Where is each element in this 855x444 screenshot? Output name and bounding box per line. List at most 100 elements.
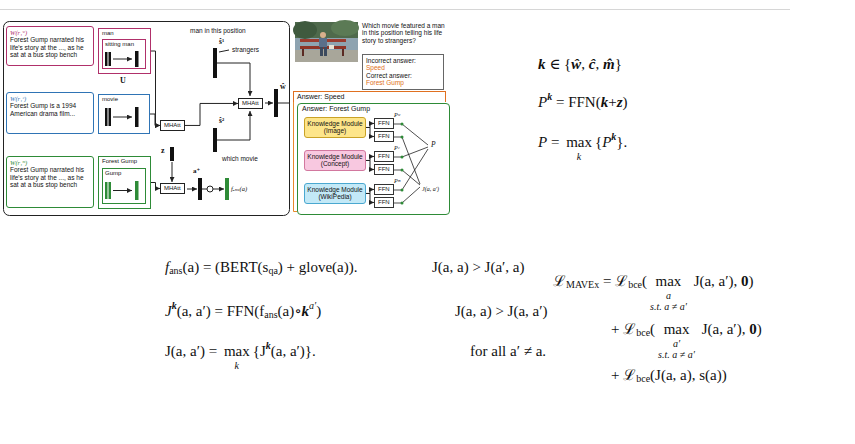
ffn-box: FFN (374, 118, 394, 129)
math-term: , (581, 55, 589, 73)
math-term: (a) = (BERT(s (183, 258, 269, 276)
math-subscript: ans (169, 262, 182, 280)
ffn-box: FFN (374, 184, 394, 195)
math-term: J(a, a) > J(a, a′) (455, 302, 548, 320)
math-superscript: a′ (309, 297, 316, 315)
equation: Jk(a, a′) = FFN(fans(a)∘ka′) (165, 302, 321, 320)
math-term: ) (749, 272, 754, 290)
math-term: }. (616, 133, 627, 151)
vector-label: ŝ² (219, 117, 224, 126)
math-term: m̂ (603, 55, 615, 73)
equation: for all a′ ≠ a. (470, 342, 546, 360)
math-term: (a, a′) = FFN(f (177, 302, 265, 320)
attention-box: MHAtt (160, 120, 185, 131)
annotation: which movie (222, 155, 258, 162)
flow-lines (217, 111, 250, 140)
node-text: Answer: Speed (297, 93, 442, 101)
vector-label: ŝ¹ (219, 38, 224, 47)
photo (342, 49, 344, 56)
math-subscript: bce (636, 370, 650, 388)
vector-label: a⁺ (193, 167, 200, 175)
photo (320, 47, 323, 56)
score-lines (402, 124, 428, 145)
knowledge-module: Knowledge Module (WikiPedia) (304, 183, 366, 204)
operator-stack: maxas.t. a ≠ a′ (647, 272, 690, 312)
flow-lines (172, 162, 173, 182)
flow-lines (207, 186, 213, 192)
equation: Pk = FFN(k+z) (538, 93, 627, 111)
node-text: FFN (378, 120, 390, 127)
node-text: Forest Gump narrated his life's story at… (10, 166, 90, 188)
math-subscript: bce (636, 324, 650, 342)
vector-label: fₐₙₛ(a) (231, 185, 247, 192)
math-term: + (608, 93, 616, 111)
node-text: Incorrect answer: (366, 57, 440, 64)
flow-lines (187, 189, 197, 190)
math-superscript: k (266, 337, 271, 355)
math-term: for all a′ ≠ a. (470, 342, 546, 360)
source-label: W(r₁ʷ) (10, 29, 90, 36)
equation: J(a, a) > J(a, a′) (455, 302, 548, 320)
math-term: ) (622, 93, 627, 111)
ffn-box: FFN (374, 197, 394, 208)
math-term: ℒ (553, 272, 566, 290)
node-text: Answer: Forest Gump (302, 105, 445, 113)
math-term: J(a, a′), (690, 272, 741, 290)
encoder-box: Gump (102, 168, 146, 204)
encoder-bars (135, 107, 139, 127)
encoder-arrows (113, 59, 132, 60)
math-subscript: a (650, 290, 687, 301)
knowledge-module: Knowledge Module (Image) (304, 117, 366, 138)
math-term: J(a, a′), (698, 320, 749, 338)
vector-label: z (161, 146, 165, 155)
score-dots (401, 169, 404, 172)
encoder-bars (109, 108, 112, 126)
node-text: FFN (378, 133, 390, 140)
math-term: { (595, 133, 602, 151)
node-text: movie (102, 96, 146, 103)
math-term: + ℒ (611, 366, 636, 384)
node-text: Knowledge Module (Image) (307, 120, 363, 135)
flow-lines (217, 63, 250, 96)
attention-box: MHAtt (160, 183, 185, 194)
flow-lines (278, 103, 289, 104)
math-term: J(a, a) > J(a′, a) (432, 258, 525, 276)
connector-arrow (366, 156, 374, 160)
feature-vectors (170, 147, 174, 161)
equation: + ℒbce(J(a, a), s(a)) (611, 366, 727, 384)
math-subscript: MAVEx (566, 276, 599, 294)
answer-panel: Answer: Forest GumpKnowledge Module (Ima… (297, 103, 450, 215)
encoder-bars (135, 181, 139, 200)
score-lines (393, 157, 401, 158)
node-text: Correct answer: (366, 72, 440, 79)
node-text: MHAtt (164, 185, 181, 192)
node-text: MHAtt (164, 122, 181, 129)
math-term: + ℒ (611, 320, 636, 338)
page-rule (0, 9, 790, 10)
connector-layer (150, 51, 374, 202)
math-term: k (601, 93, 609, 111)
math-term: ∈ { (546, 55, 572, 73)
operator-stack: maxk (563, 133, 595, 162)
encoder-bars (105, 52, 108, 66)
photo (320, 32, 326, 38)
score-dots (401, 136, 404, 139)
math-subscript: s.t. a ≠ a′ (650, 301, 687, 312)
math-term: ) (316, 302, 321, 320)
math-subscript: bce (628, 276, 642, 294)
flow-lines (265, 103, 273, 104)
operator-stack: maxa′s.t. a ≠ a′ (655, 320, 698, 360)
node-text: Knowledge Module (Concept) (307, 153, 363, 168)
encoder-box: sitting man (102, 39, 146, 69)
score-lines (402, 187, 420, 203)
node-text: MHAtt (242, 100, 259, 107)
knowledge-module: Knowledge Module (Concept) (304, 150, 366, 171)
node-text: FFN (378, 153, 390, 160)
feature-vectors (274, 89, 278, 117)
math-term: P (602, 133, 611, 151)
source-label: W(r₁ᶜ) (10, 95, 90, 102)
math-term: = (547, 133, 563, 151)
math-term: 0 (741, 272, 749, 290)
ffn-box: FFN (374, 164, 394, 175)
panel-frame (4, 22, 290, 216)
